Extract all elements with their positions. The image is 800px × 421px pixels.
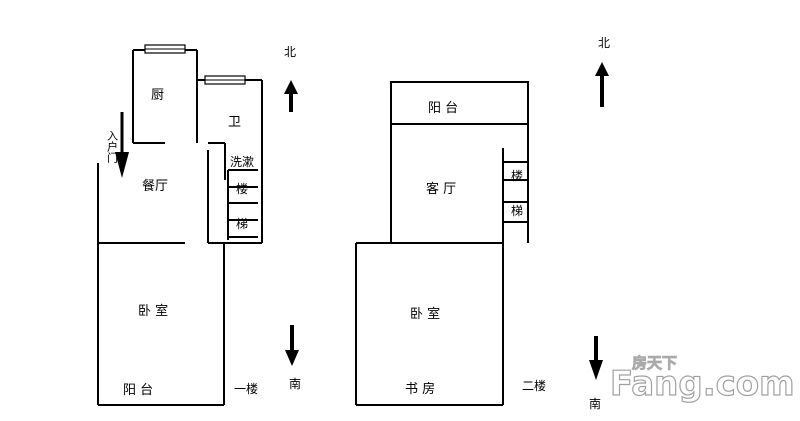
fang-watermark: 房天下 Fang.com (609, 354, 795, 405)
south-arrow-2 (589, 336, 603, 380)
south-label-1: 南 (289, 376, 301, 391)
floor1-stair-bottom-label: 梯 (236, 217, 248, 231)
floor2-stair-top-label: 楼 (511, 168, 523, 183)
entrance-label: 入户门 (106, 130, 119, 164)
floor1-walls (97, 49, 263, 406)
floor1-label: 一楼 (234, 381, 258, 396)
floor2-balcony-label: 阳 台 (428, 101, 458, 116)
floor1-bedroom-label: 卧 室 (138, 303, 168, 319)
floor2-label: 二楼 (522, 378, 546, 393)
living-room-label: 客 厅 (426, 181, 456, 197)
watermark-en: Fang.com (610, 364, 795, 404)
washroom-label: 洗漱 (230, 155, 254, 169)
north-arrow-2 (595, 62, 609, 107)
bathroom-label: 卫 (228, 115, 241, 130)
north-label-2: 北 (598, 36, 610, 50)
dining-label: 餐厅 (142, 178, 168, 194)
south-label-2: 南 (589, 396, 601, 411)
floor2-walls (355, 81, 529, 406)
north-label-1: 北 (284, 45, 296, 59)
floor2-stair-bottom-label: 梯 (511, 204, 523, 218)
study-label: 书 房 (405, 381, 435, 397)
watermark-cn: 房天下 (632, 354, 677, 372)
floor1-balcony-label: 阳 台 (123, 383, 153, 398)
floor2-bedroom-label: 卧 室 (410, 306, 440, 322)
south-arrow-1 (285, 325, 299, 366)
floor1-stair-top-label: 楼 (236, 181, 248, 196)
entrance-arrow (115, 112, 129, 178)
north-arrow-1 (284, 80, 298, 112)
kitchen-label: 厨 (151, 88, 164, 103)
